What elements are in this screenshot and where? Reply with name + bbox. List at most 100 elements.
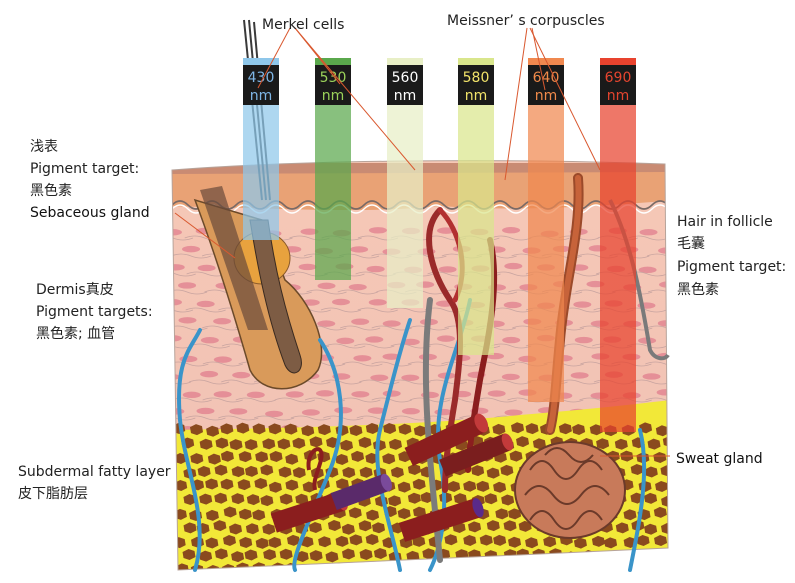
dermis-cell <box>656 389 668 396</box>
fat-cell <box>614 438 628 450</box>
fat-cell <box>468 521 482 533</box>
fat-cell <box>300 536 314 548</box>
fat-cell <box>644 577 657 583</box>
fat-cell <box>486 520 500 532</box>
dermis-cell <box>370 374 389 381</box>
dermis-cell <box>382 320 401 327</box>
dermis-cell <box>196 300 215 308</box>
fat-cell <box>623 509 637 521</box>
fat-cell <box>358 436 372 448</box>
fat-cell <box>252 423 266 435</box>
dermis-cell <box>285 391 304 398</box>
dermis-cell <box>232 371 251 379</box>
fat-cell <box>469 580 482 583</box>
fat-cell <box>349 424 363 436</box>
dermis-cell <box>438 266 457 273</box>
fat-cell <box>613 579 626 583</box>
fat-cell <box>199 550 213 562</box>
fat-cell <box>382 453 396 465</box>
fat-cell <box>279 493 293 505</box>
fat-cell <box>568 578 581 583</box>
bar-cap <box>387 58 423 65</box>
dermis-cell <box>172 264 185 271</box>
fat-cell <box>262 438 276 450</box>
fat-cell <box>655 564 668 570</box>
fat-cell <box>511 563 525 570</box>
dermis-cell <box>436 335 455 342</box>
fat-cell <box>229 439 243 451</box>
bar-cap <box>243 58 279 65</box>
fat-cell <box>615 522 629 534</box>
fat-cell <box>222 535 236 547</box>
fat-cell <box>412 506 426 518</box>
fat-cell <box>359 548 373 560</box>
fat-cell <box>516 436 530 448</box>
wavelength-unit: nm <box>535 88 558 104</box>
wavelength-value: 580 <box>463 70 490 86</box>
fat-cell <box>413 425 427 437</box>
subdermal-fatty-layer-label: Subdermal fatty layer <box>18 464 171 480</box>
dermis-cell <box>658 247 668 254</box>
dermis-cell <box>172 335 182 342</box>
fat-cell <box>438 577 451 583</box>
fat-cell <box>231 493 245 505</box>
dermis-cell <box>504 262 523 270</box>
fat-cell <box>501 579 514 583</box>
fat-cell <box>677 437 690 448</box>
fat-cell <box>477 564 491 570</box>
dermis-cell <box>365 336 384 343</box>
fat-cell <box>372 578 385 583</box>
fat-cell <box>479 534 493 546</box>
wavelength-label-box <box>315 65 351 105</box>
fat-cell <box>558 423 572 435</box>
wavelength-label-box <box>458 65 494 105</box>
fat-cell <box>653 452 667 464</box>
fat-cell <box>543 562 557 570</box>
fat-cell <box>662 548 668 560</box>
fat-cell <box>342 548 356 560</box>
fat-cell <box>397 508 411 520</box>
fat-cell <box>341 523 355 535</box>
fat-cell <box>493 481 507 493</box>
dermis-cell <box>437 227 456 234</box>
fat-cell <box>244 439 258 451</box>
fat-cell <box>373 548 387 560</box>
fat-cell <box>285 453 299 465</box>
bar-cap <box>600 58 636 65</box>
fat-cell <box>182 548 196 560</box>
fat-cell <box>180 577 193 583</box>
fat-cell <box>286 534 300 546</box>
fat-cell <box>588 565 602 570</box>
fat-cell <box>231 551 245 563</box>
dermis-cell <box>300 228 319 235</box>
dermis-cell <box>196 407 215 415</box>
fat-cell <box>614 551 628 563</box>
fat-cell <box>414 565 428 570</box>
fat-cell <box>230 579 243 583</box>
fat-cell <box>421 579 434 583</box>
hair-pigment-target-label: Pigment target: <box>677 259 787 275</box>
dermis-cell <box>200 370 219 378</box>
fat-cell <box>630 464 644 476</box>
fat-cell <box>309 436 323 448</box>
fat-cell <box>220 478 234 490</box>
fat-cell <box>366 509 380 521</box>
fat-cell <box>654 535 668 547</box>
dermis-cell <box>368 299 387 306</box>
fat-cell <box>231 466 245 478</box>
fat-cell <box>676 580 689 583</box>
dermis-cell <box>642 373 661 380</box>
fat-cell <box>525 423 539 435</box>
fat-cell <box>662 436 668 448</box>
wavelength-unit: nm <box>250 88 273 104</box>
dermis-cell <box>639 229 658 236</box>
dermis-cell <box>570 372 589 379</box>
fat-cell <box>663 576 676 583</box>
fat-cell <box>278 466 292 478</box>
fat-cell <box>493 534 507 546</box>
fat-cell <box>365 423 379 435</box>
fat-cell <box>260 495 274 507</box>
fat-cell <box>638 562 652 570</box>
